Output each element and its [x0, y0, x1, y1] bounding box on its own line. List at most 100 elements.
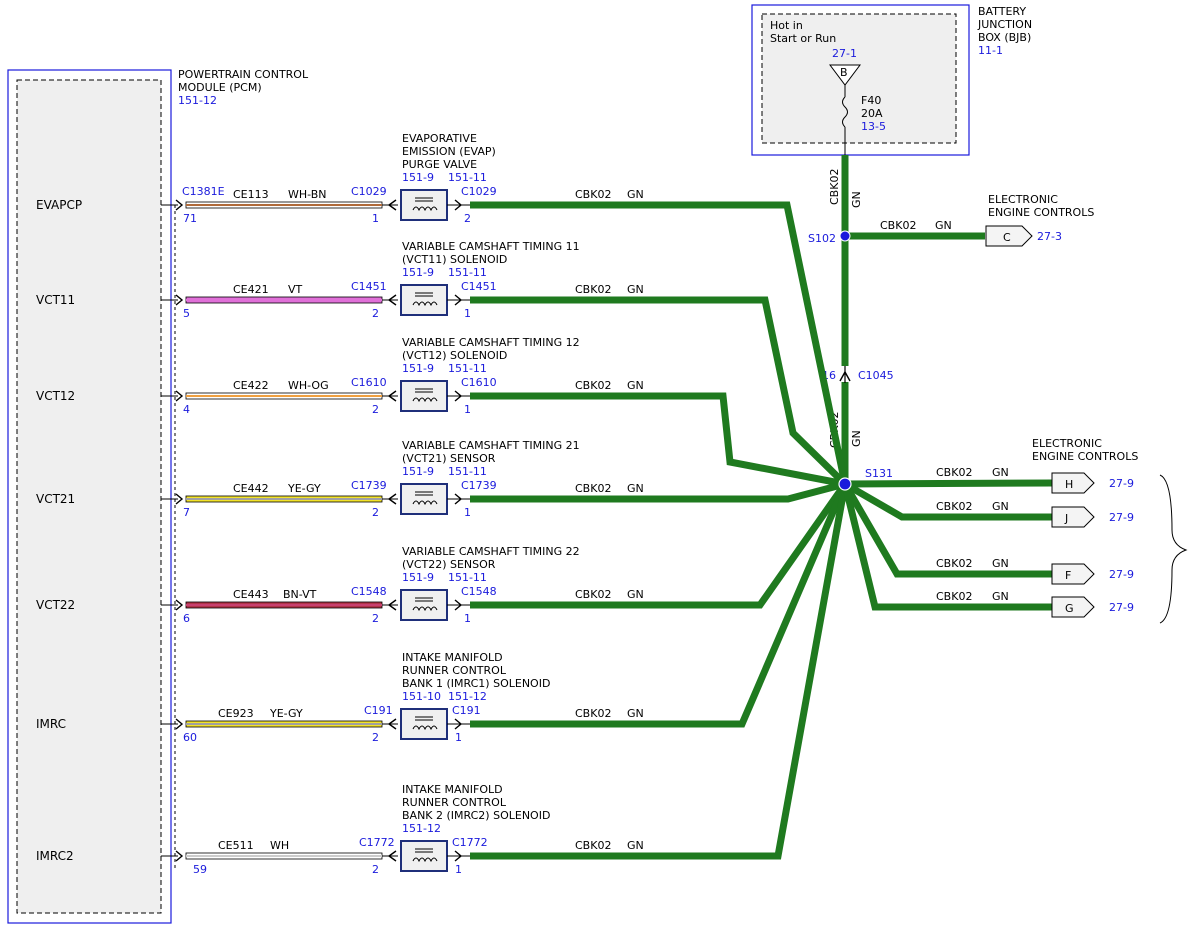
device-connector-out: C191 [452, 704, 481, 717]
pcm-pin: 60 [183, 731, 197, 744]
s131-splice [838, 477, 852, 491]
solenoid-body [400, 483, 448, 515]
solenoid-body [400, 189, 448, 221]
pcm-title-2: MODULE (PCM) [178, 81, 262, 94]
solenoid-body [400, 708, 448, 740]
device-pin-in: 2 [372, 403, 379, 416]
pcm-pin: 71 [183, 212, 197, 225]
device-connector-out: C1451 [461, 280, 497, 293]
circuit-id: CE442 [233, 482, 269, 495]
pcm-pin: 5 [183, 307, 190, 320]
device-pin-out: 1 [464, 307, 471, 320]
device-title-line: VARIABLE CAMSHAFT TIMING 12 [402, 336, 580, 349]
eec-top-title-1: ELECTRONIC [988, 193, 1058, 206]
branch-pin: F [1065, 569, 1071, 582]
device-connector-in: C1610 [351, 376, 387, 389]
branch-ref: 27-9 [1109, 601, 1134, 614]
circuit-color: WH [270, 839, 289, 852]
device-connector-icon [387, 390, 397, 402]
ground-wire-id: CBK02 [575, 839, 611, 852]
device-title-line: BANK 1 (IMRC1) SOLENOID [402, 677, 550, 690]
pcm-ref: 151-12 [178, 94, 217, 107]
device-pin-in: 2 [372, 863, 379, 876]
ground-wire [470, 201, 849, 485]
device-connector-in: C1451 [351, 280, 387, 293]
fuse-icon [842, 96, 848, 128]
pcm-signal-label: IMRC [36, 717, 66, 731]
branch-ref: 27-9 [1109, 511, 1134, 524]
ground-wire [470, 481, 848, 609]
branch-ref: 27-9 [1109, 568, 1134, 581]
ground-wire [470, 482, 849, 728]
device-title-line: INTAKE MANIFOLD [402, 783, 503, 796]
device-pin-out: 2 [464, 212, 471, 225]
branch-ref: 27-9 [1109, 477, 1134, 490]
ground-wire-id: CBK02 [575, 707, 611, 720]
device-connector-icon [387, 199, 397, 211]
branch-wire-color: GN [992, 590, 1009, 603]
branch-pin: G [1065, 602, 1074, 615]
device-connector-in: C1739 [351, 479, 387, 492]
eec-c-ref: 27-3 [1037, 230, 1062, 243]
device-connector-out: C1739 [461, 479, 497, 492]
solenoid-body [400, 380, 448, 412]
eec-c-pin: C [1003, 231, 1011, 244]
device-connector-icon [387, 493, 397, 505]
eec-right-title-1: ELECTRONIC [1032, 437, 1102, 450]
circuit-id: CE443 [233, 588, 269, 601]
device-connector-out: C1610 [461, 376, 497, 389]
solenoid-body [400, 840, 448, 872]
device-refs: 151-9 151-11 [402, 266, 487, 279]
device-pin-out: 1 [455, 863, 462, 876]
branch-wire-color: GN [992, 557, 1009, 570]
fuse-amps: 20A [861, 107, 883, 120]
branch-ground-wire [844, 479, 1053, 488]
branch-wire-color: GN [992, 500, 1009, 513]
pcm-connector-icon [175, 199, 184, 211]
device-connector-icon [387, 718, 397, 730]
pcm-pin: 6 [183, 612, 190, 625]
device-connector-icon [387, 294, 397, 306]
circuit-id: CE511 [218, 839, 254, 852]
bjb-pin-triangle [829, 64, 861, 86]
pcm-connector-icon [175, 390, 184, 402]
device-title-line: INTAKE MANIFOLD [402, 651, 503, 664]
circuit-id: CE422 [233, 379, 269, 392]
pcm-pin: 59 [193, 863, 207, 876]
device-title-line: VARIABLE CAMSHAFT TIMING 11 [402, 240, 580, 253]
branch-connector [1051, 563, 1095, 585]
coil-icon [412, 725, 438, 731]
device-pin-in: 2 [372, 612, 379, 625]
device-pin-out: 1 [464, 612, 471, 625]
circuit-id: CE923 [218, 707, 254, 720]
pcm-connector-icon [175, 493, 184, 505]
coil-icon [412, 397, 438, 403]
device-title-line: (VCT22) SENSOR [402, 558, 496, 571]
device-connector-in: C191 [364, 704, 393, 717]
device-pin-out: 1 [455, 731, 462, 744]
ground-wire-id: CBK02 [575, 379, 611, 392]
coil-icon [412, 857, 438, 863]
s102-label: S102 [808, 232, 836, 245]
branch-wire-color: GN [992, 466, 1009, 479]
ground-wire-id: CBK02 [575, 283, 611, 296]
device-refs: 151-10 151-12 [402, 690, 487, 703]
pcm-connector-icon [175, 294, 184, 306]
device-connector-icon [387, 850, 397, 862]
device-title-line: EMISSION (EVAP) [402, 145, 496, 158]
s102-branch: S102 CBK02 GN C 27-3 ELECTRONIC ENGINE C… [808, 193, 1094, 247]
ground-wire [470, 296, 848, 487]
pcm-title-1: POWERTRAIN CONTROL [178, 68, 309, 81]
brace-icon [1159, 474, 1188, 624]
branch-ground-wire [843, 480, 1052, 521]
circuit-color: YE-GY [269, 707, 303, 720]
ground-wire-color: GN [627, 588, 644, 601]
device-connector-in: C1548 [351, 585, 387, 598]
